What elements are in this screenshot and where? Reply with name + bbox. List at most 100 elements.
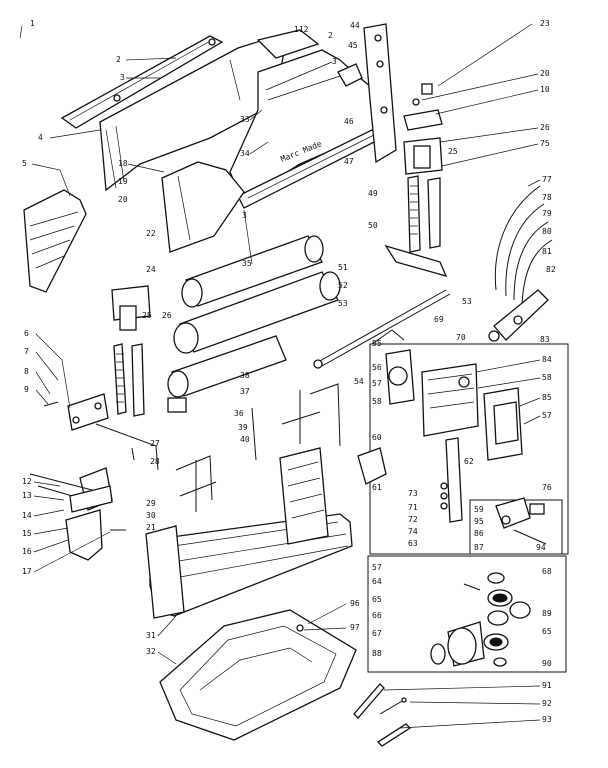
label-88: 88 — [372, 649, 382, 658]
label-3: 3 — [332, 57, 337, 66]
label-62: 62 — [464, 457, 474, 466]
label-69: 69 — [434, 315, 444, 324]
label-44: 44 — [350, 21, 360, 30]
label-25: 25 — [448, 147, 458, 156]
right-upper-bracket — [403, 83, 443, 175]
label-27: 27 — [150, 439, 160, 448]
label-52: 52 — [338, 281, 348, 290]
left-lower-mechanism — [29, 467, 126, 561]
label-13: 13 — [22, 491, 32, 500]
label-7: 7 — [24, 347, 29, 356]
label-79: 79 — [542, 209, 552, 218]
screws — [353, 683, 412, 747]
label-53: 53 — [338, 299, 348, 308]
label-86: 86 — [474, 529, 484, 538]
label-68: 68 — [542, 567, 552, 576]
label-56: 56 — [372, 363, 382, 372]
label-19: 19 — [118, 177, 128, 186]
label-38: 38 — [240, 371, 250, 380]
label-50: 50 — [368, 221, 378, 230]
drive-rod — [313, 289, 451, 369]
label-71: 71 — [408, 503, 418, 512]
label-70: 70 — [456, 333, 466, 342]
label-8: 8 — [24, 367, 29, 376]
label-5: 5 — [22, 159, 27, 168]
left-linkage — [43, 393, 159, 471]
label-29: 29 — [146, 499, 156, 508]
label-97: 97 — [350, 623, 360, 632]
label-12: 12 — [22, 477, 32, 486]
label-23: 23 — [540, 19, 550, 28]
label-90: 90 — [542, 659, 552, 668]
label-20: 20 — [540, 69, 550, 78]
label-1: 1 — [30, 19, 35, 28]
base-plate — [159, 609, 357, 741]
label-58: 58 — [372, 397, 382, 406]
label-91: 91 — [542, 681, 552, 690]
label-58: 58 — [542, 373, 552, 382]
label-25: 25 — [142, 311, 152, 320]
label-31: 31 — [146, 631, 156, 640]
top-rail-bar — [19, 25, 224, 129]
lower-frame — [175, 383, 341, 512]
label-49: 49 — [368, 189, 378, 198]
label-54: 54 — [354, 377, 364, 386]
label-2: 2 — [116, 55, 121, 64]
label-33: 33 — [240, 115, 250, 124]
label-65: 65 — [372, 595, 382, 604]
label-61: 61 — [372, 483, 382, 492]
label-57: 57 — [372, 379, 382, 388]
label-21: 21 — [146, 523, 156, 532]
label-2: 2 — [328, 31, 333, 40]
label-6: 6 — [24, 329, 29, 338]
label-16: 16 — [22, 547, 32, 556]
label-78: 78 — [542, 193, 552, 202]
label-24: 24 — [146, 265, 156, 274]
label-22: 22 — [146, 229, 156, 238]
label-18: 18 — [118, 159, 128, 168]
label-74: 74 — [408, 527, 418, 536]
label-95: 95 — [474, 517, 484, 526]
label-73: 73 — [408, 489, 418, 498]
label-14: 14 — [22, 511, 32, 520]
label-28: 28 — [150, 457, 160, 466]
label-15: 15 — [22, 529, 32, 538]
label-40: 40 — [240, 435, 250, 444]
label-72: 72 — [408, 515, 418, 524]
label-77: 77 — [542, 175, 552, 184]
label-64: 64 — [372, 577, 382, 586]
label-59: 59 — [474, 505, 484, 514]
label-34: 34 — [240, 149, 250, 158]
label-10: 10 — [540, 85, 550, 94]
label-30: 30 — [146, 511, 156, 520]
sub-assembly-box — [469, 497, 563, 555]
label-85: 85 — [542, 393, 552, 402]
label-66: 66 — [372, 611, 382, 620]
label-17: 17 — [22, 567, 32, 576]
gear-housing-box — [357, 329, 569, 555]
label-87: 87 — [474, 543, 484, 552]
label-75: 75 — [540, 139, 550, 148]
label-3: 3 — [120, 73, 125, 82]
feed-chute: Marc Made — [229, 49, 393, 209]
label-26: 26 — [540, 123, 550, 132]
label-96: 96 — [350, 599, 360, 608]
label-93: 93 — [542, 715, 552, 724]
label-76: 76 — [542, 483, 552, 492]
leader-lines — [31, 23, 541, 729]
arc-springs — [488, 185, 553, 342]
label-46: 46 — [344, 117, 354, 126]
label-94: 94 — [536, 543, 546, 552]
label-47: 47 — [344, 157, 354, 166]
label-63: 63 — [408, 539, 418, 548]
label-57: 57 — [542, 411, 552, 420]
right-side-plate — [337, 23, 397, 164]
middle-roller — [173, 271, 341, 354]
label-20: 20 — [118, 195, 128, 204]
label-36: 36 — [234, 409, 244, 418]
lower-roller — [167, 335, 287, 413]
label-84: 84 — [542, 355, 552, 364]
label-65: 65 — [542, 627, 552, 636]
label-112: 112 — [294, 25, 309, 34]
